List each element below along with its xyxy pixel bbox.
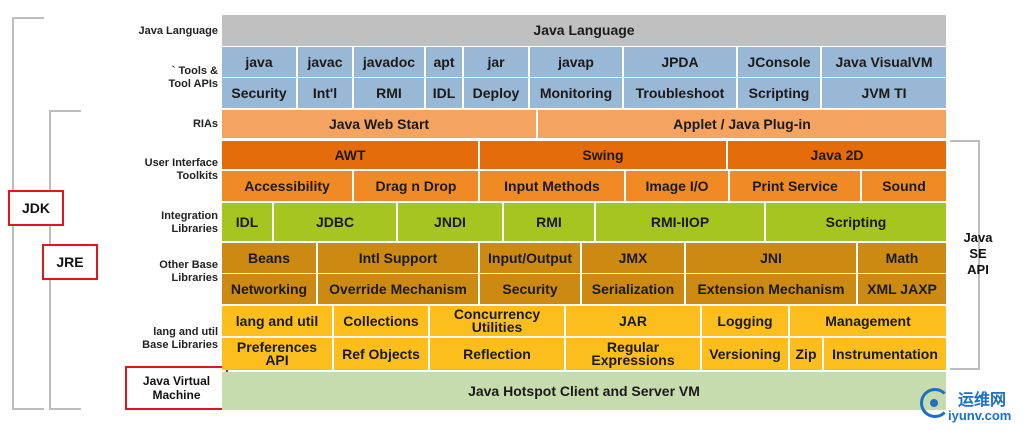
logo-dot-icon (930, 399, 938, 407)
cell-accessibility: Accessibility (222, 171, 354, 201)
cell-ref-objects: Ref Objects (334, 338, 430, 370)
cell-tools-monitoring: Monitoring (530, 78, 624, 108)
cell-input-methods: Input Methods (480, 171, 626, 201)
cell-jndi: JNDI (398, 203, 504, 241)
row-label-java-language: Java Language (138, 24, 218, 37)
cell-math: Math (858, 243, 946, 273)
cell-image-io: Image I/O (626, 171, 730, 201)
cell-xml-jaxp: XML JAXP (858, 274, 946, 304)
cell-drag-n-drop: Drag n Drop (354, 171, 480, 201)
cell-integration-idl: IDL (222, 203, 274, 241)
cell-applet-plugin: Applet / Java Plug-in (538, 110, 946, 138)
cell-override-mechanism: Override Mechanism (318, 274, 480, 304)
cell-tools-javac: javac (298, 47, 354, 77)
cell-rmi-iiop: RMI-IIOP (596, 203, 766, 241)
cell-java-2d: Java 2D (728, 141, 946, 169)
cell-tools-java-visualvm: Java VisualVM (822, 47, 946, 77)
cell-serialization: Serialization (582, 274, 686, 304)
row-label-lang-util: lang and util Base Libraries (142, 326, 218, 351)
watermark-en: iyunv.com (948, 408, 1012, 423)
cell-reflection: Reflection (430, 338, 566, 370)
cell-jdbc: JDBC (274, 203, 398, 241)
cell-jni: JNI (686, 243, 858, 273)
cell-preferences-api: Preferences API (222, 338, 334, 370)
cell-tools-jpda: JPDA (624, 47, 738, 77)
cell-print-service: Print Service (730, 171, 862, 201)
cell-jar: JAR (566, 306, 702, 336)
jdk-label: JDK (8, 190, 64, 226)
logo-ring-icon (920, 388, 950, 418)
cell-tools-apt: apt (426, 47, 464, 77)
watermark-logo: 运维网 iyunv.com (918, 384, 1024, 428)
cell-tools-jvm-ti: JVM TI (822, 78, 946, 108)
cell-instrumentation: Instrumentation (824, 338, 946, 370)
cell-management: Management (790, 306, 946, 336)
cell-java-language: Java Language (222, 15, 946, 46)
cell-tools-javadoc: javadoc (354, 47, 426, 77)
cell-zip: Zip (790, 338, 824, 370)
row-label-ui-toolkits: User Interface Toolkits (144, 157, 218, 182)
cell-tools-intl: Int'l (298, 78, 354, 108)
cell-input-output: Input/Output (480, 243, 582, 273)
cell-tools-java: java (222, 47, 298, 77)
cell-extension-mechanism: Extension Mechanism (686, 274, 858, 304)
cell-collections: Collections (334, 306, 430, 336)
cell-integration-scripting: Scripting (766, 203, 946, 241)
cell-tools-security: Security (222, 78, 298, 108)
cell-tools-rmi: RMI (354, 78, 426, 108)
watermark-cn: 运维网 (958, 390, 1007, 409)
cell-integration-rmi: RMI (504, 203, 596, 241)
cell-logging: Logging (702, 306, 790, 336)
cell-java-hotspot-vm: Java Hotspot Client and Server VM (222, 372, 946, 410)
cell-tools-jar: jar (464, 47, 530, 77)
cell-tools-javap: javap (530, 47, 624, 77)
cell-tools-idl: IDL (426, 78, 464, 108)
cell-networking: Networking (222, 274, 318, 304)
jre-label: JRE (42, 244, 98, 280)
java-se-api-bracket (950, 140, 980, 370)
cell-regular-expressions: Regular Expressions (566, 338, 702, 370)
cell-tools-troubleshoot: Troubleshoot (624, 78, 738, 108)
cell-tools-deploy: Deploy (464, 78, 530, 108)
cell-versioning: Versioning (702, 338, 790, 370)
cell-concurrency-utilities: Concurrency Utilities (430, 306, 566, 336)
row-label-rias: RIAs (192, 117, 218, 130)
cell-jmx: JMX (582, 243, 686, 273)
cell-swing: Swing (480, 141, 728, 169)
jvm-label: Java Virtual Machine (125, 366, 228, 410)
cell-beans: Beans (222, 243, 318, 273)
cell-intl-support: Intl Support (318, 243, 480, 273)
cell-java-web-start: Java Web Start (222, 110, 538, 138)
row-label-tools: ` Tools & Tool APIs (168, 65, 219, 90)
row-label-other-base: Other Base Libraries (159, 259, 218, 284)
cell-lang-and-util: lang and util (222, 306, 334, 336)
cell-tools-jconsole: JConsole (738, 47, 822, 77)
java-se-api-label: Java SE API (963, 230, 993, 277)
cell-tools-scripting: Scripting (738, 78, 822, 108)
row-label-integration: Integration Libraries (161, 210, 218, 235)
cell-other-security: Security (480, 274, 582, 304)
cell-sound: Sound (862, 171, 946, 201)
cell-awt: AWT (222, 141, 480, 169)
